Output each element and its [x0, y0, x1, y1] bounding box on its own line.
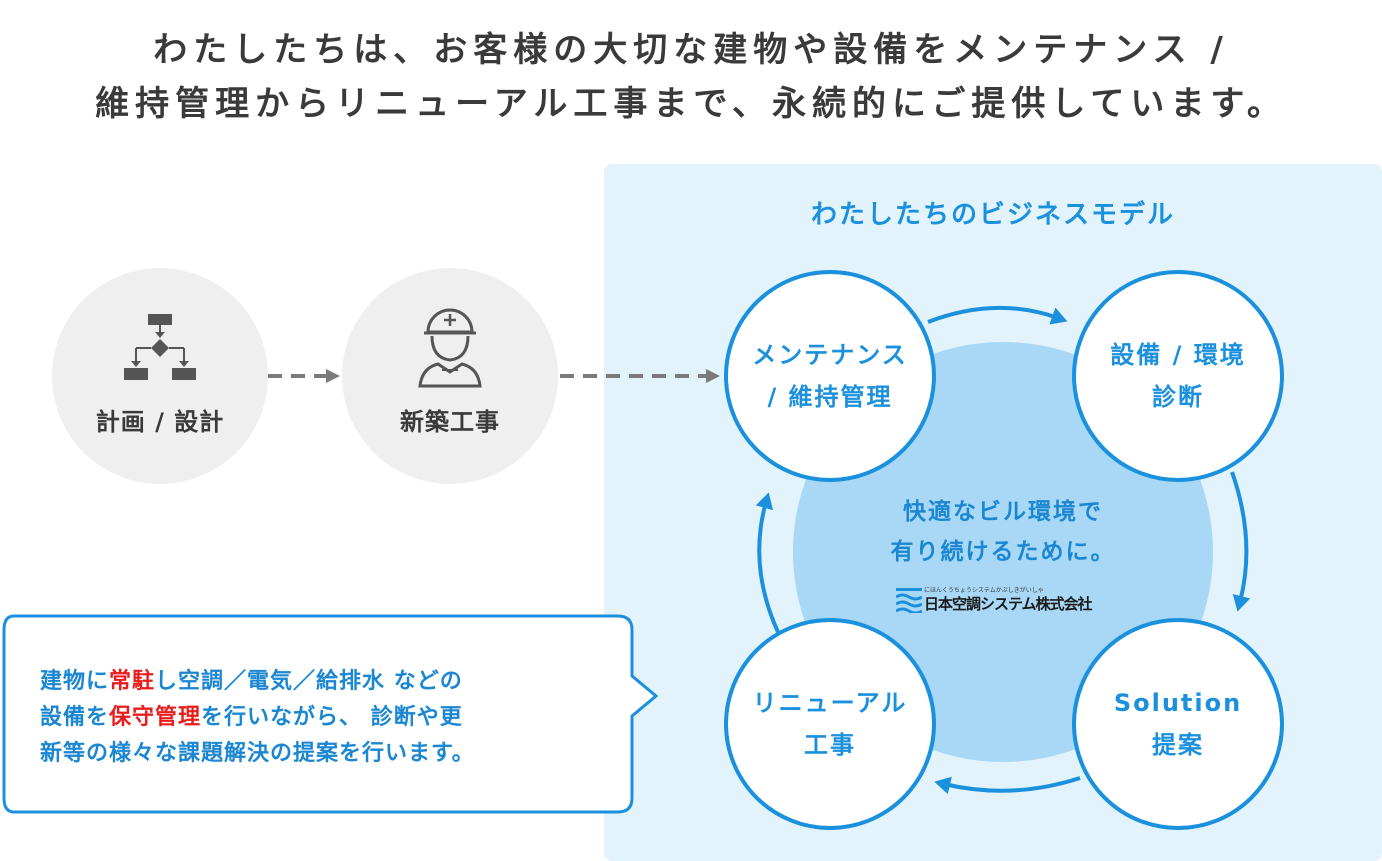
callout-text: 建物に常駐し空調／電気／給排水 などの 設備を保守管理を行いながら、 診断や更 … [40, 664, 600, 772]
step-label-new-construction: 新築工事 [400, 408, 500, 436]
worker-helmet-icon [418, 308, 482, 388]
node-maintenance-line-2: / 維持管理 [767, 383, 893, 411]
callout-text-segment: し空調／電気／給排水 などの [155, 669, 463, 694]
logo-reading: にほんくうちょうシステムかぶしきがいしゃ [924, 587, 1044, 594]
callout-line-2: 設備を保守管理を行いながら、 診断や更 [40, 700, 600, 736]
node-diagnosis: 設備 / 環境 診断 [1072, 270, 1284, 482]
node-maintenance-line-1: メンテナンス [752, 341, 908, 369]
step-planning-design: 計画 / 設計 [52, 268, 268, 484]
callout-highlight-maintenance: 保守管理 [109, 705, 202, 730]
node-renewal-line-1: リニューアル [752, 689, 908, 717]
wave-logo-icon [896, 588, 922, 613]
node-solution: Solution 提案 [1072, 618, 1284, 830]
headline-line-2: 維持管理からリニューアル工事まで、永続的にご提供しています。 [95, 84, 1287, 124]
flowchart-icon [124, 314, 196, 380]
callout-line-3: 新等の様々な課題解決の提案を行います。 [40, 741, 475, 766]
node-renewal: リニューアル 工事 [724, 618, 936, 830]
logo-name: 日本空調システム株式会社 [924, 595, 1093, 613]
node-solution-line-2: 提案 [1152, 731, 1204, 759]
step-new-construction: 新築工事 [342, 268, 558, 484]
callout-line-1: 建物に常駐し空調／電気／給排水 などの [40, 664, 600, 700]
business-model-title: わたしたちのビジネスモデル [810, 200, 1175, 230]
cycle-arrow-diagnosis-to-solution [1230, 471, 1251, 612]
cycle-arrow-maintenance-to-diagnosis [927, 306, 1068, 325]
cycle-arrow-solution-to-renewal [934, 776, 1081, 795]
node-maintenance: メンテナンス / 維持管理 [724, 270, 936, 482]
callout-text-segment: 設備を [40, 705, 110, 730]
headline-line-1: わたしたちは、お客様の大切な建物や設備をメンテナンス / [153, 30, 1229, 70]
callout-text-segment: 建物に [40, 669, 110, 694]
center-text-line-2: 有り続けるために。 [890, 539, 1116, 565]
cycle-arrow-renewal-to-maintenance [755, 492, 780, 633]
company-logo: にほんくうちょうシステムかぶしきがいしゃ 日本空調システム株式会社 [896, 585, 1106, 613]
node-diagnosis-line-2: 診断 [1152, 383, 1204, 411]
node-renewal-line-2: 工事 [804, 731, 856, 759]
callout-bubble [2, 614, 659, 814]
callout-highlight-resident: 常駐 [109, 669, 156, 694]
callout-text-segment: を行いながら、 診断や更 [201, 705, 463, 730]
node-solution-line-1: Solution [1113, 689, 1243, 717]
step-label-planning-design: 計画 / 設計 [95, 408, 225, 436]
center-text-line-1: 快適なビル環境で [903, 499, 1103, 525]
node-diagnosis-line-1: 設備 / 環境 [1110, 341, 1246, 369]
